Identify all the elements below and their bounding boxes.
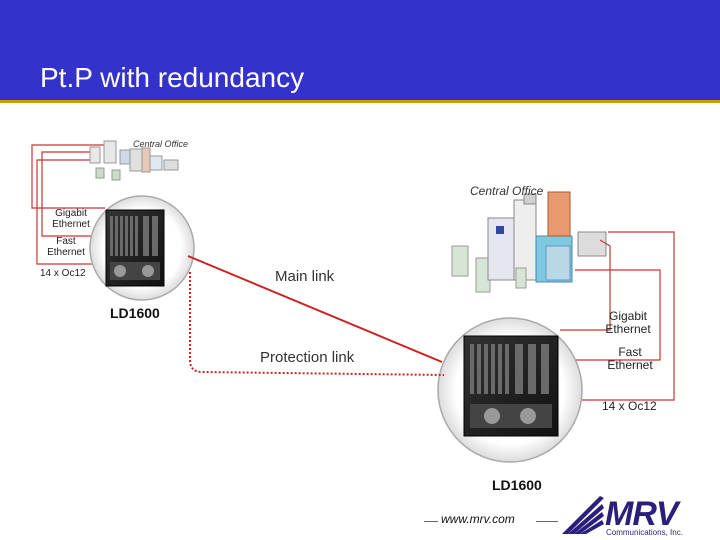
right-port-oc12: 14 x Oc12 [602,399,657,413]
left-port-oc12: 14 x Oc12 [40,268,86,279]
right-ld1600-device [437,317,583,463]
left-office-label: Central Office [133,139,189,149]
footer-rule-left [424,521,438,522]
right-port-lines [560,231,675,401]
left-port-lines [31,144,105,265]
mrv-logo-icon [562,496,604,534]
right-port-fast: Fast Ethernet [607,345,653,372]
right-device-label: LD1600 [492,477,542,493]
header-divider [0,100,720,103]
left-central-office-icon [89,140,179,181]
left-device-label: LD1600 [110,305,160,321]
slide-header [0,0,720,100]
left-ld1600-device [89,195,195,301]
right-office-label: Central Office [470,184,544,198]
footer-rule-right [536,521,558,522]
left-port-gigabit: Gigabit Ethernet [52,208,90,230]
main-link-line [187,255,443,363]
protection-link-line [189,272,445,376]
main-link-label: Main link [275,268,335,285]
protection-link-label: Protection link [260,349,355,366]
left-port-fast: Fast Ethernet [47,236,85,258]
mrv-logo-subtext: Communications, Inc. [606,528,683,537]
right-central-office-icon [451,191,607,293]
right-port-gigabit: Gigabit Ethernet [605,309,651,336]
slide-title: Pt.P with redundancy [40,62,305,93]
footer-url: www.mrv.com [441,512,515,526]
mrv-logo-text: MRV [605,495,679,533]
